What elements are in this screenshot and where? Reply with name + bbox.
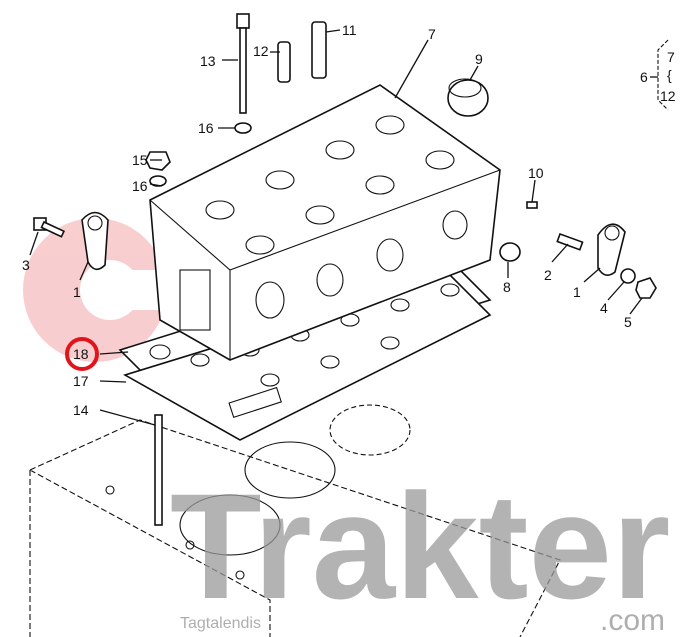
- group-range-end: 12: [660, 88, 676, 104]
- callout-16: 16: [198, 120, 214, 136]
- callout-9: 9: [475, 51, 483, 67]
- nut-5: [635, 277, 657, 299]
- callout-1-right: 1: [573, 284, 581, 300]
- engine-block: [29, 404, 561, 637]
- callout-5: 5: [624, 314, 632, 330]
- callout-16-lower: 16: [132, 178, 148, 194]
- hook-1-right: [597, 223, 626, 276]
- stud-10: [526, 201, 538, 209]
- callout-12: 12: [253, 43, 269, 59]
- callout-13: 13: [200, 53, 216, 69]
- cylinder-head-7: [149, 84, 501, 361]
- callout-18[interactable]: 18: [73, 346, 89, 362]
- seal-8: [499, 242, 521, 262]
- plug-9: [447, 78, 489, 117]
- nut-15: [145, 151, 171, 171]
- washer-4: [620, 268, 636, 284]
- hook-1-left: [81, 211, 109, 271]
- watermark-suffix: .com: [600, 604, 665, 637]
- valve-guide-11: [311, 21, 327, 79]
- callout-14: 14: [73, 402, 89, 418]
- callout-11: 11: [342, 22, 357, 38]
- callout-17: 17: [73, 373, 89, 389]
- head-bolt-13: [236, 13, 250, 114]
- group-bracket: [657, 39, 669, 111]
- stud-14: [154, 414, 163, 526]
- callout-7: 7: [428, 26, 436, 42]
- leader-lines: [29, 29, 643, 426]
- callout-15: 15: [132, 152, 148, 168]
- group-label-6: 6: [640, 69, 648, 85]
- watermark-subtitle: Tagtalendis: [180, 615, 261, 632]
- group-range-start: 7: [667, 49, 675, 65]
- callout-3: 3: [22, 257, 30, 273]
- group-brace: {: [667, 67, 672, 83]
- stud-2: [556, 232, 584, 251]
- callout-1-left: 1: [73, 284, 81, 300]
- highlight-ring: [65, 337, 99, 371]
- valve-guide-12: [277, 41, 291, 83]
- callout-2: 2: [544, 267, 552, 283]
- callout-8: 8: [503, 279, 511, 295]
- callout-10: 10: [528, 165, 544, 181]
- screw-3: [33, 217, 66, 238]
- watermark-brand: Trakter: [170, 462, 670, 630]
- callout-4: 4: [600, 300, 608, 316]
